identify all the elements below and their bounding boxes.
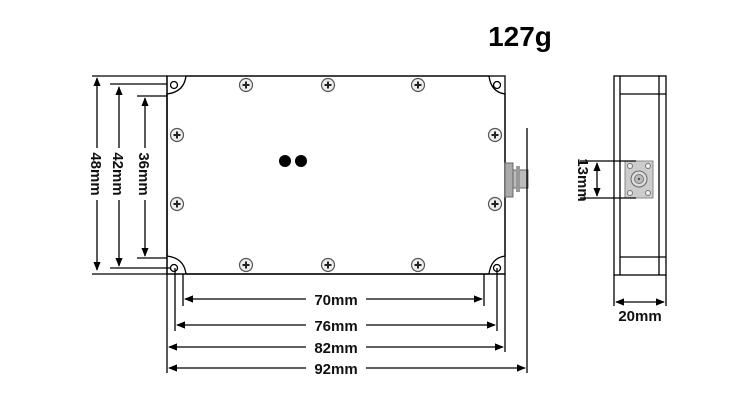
svg-text:48mm: 48mm [87,152,104,195]
module-side-view [580,75,667,276]
screw-icon [238,257,254,273]
svg-text:42mm: 42mm [109,152,126,195]
screw-icon [320,77,336,93]
extension-lines [92,75,528,373]
dimension-36mm: 36mm [135,97,153,257]
mounting-hole [169,80,179,90]
dimension-92mm: 92mm [168,359,526,378]
screw-icon [320,257,336,273]
screw-icon [169,127,185,143]
svg-text:82mm: 82mm [314,340,357,357]
dimension-42mm: 42mm [109,86,127,267]
sma-connector-icon [624,160,654,199]
screw-icon [410,77,426,93]
dimension-48mm: 48mm [87,77,105,271]
indicator-dot [295,155,307,167]
screw-icon [238,77,254,93]
indicator-dot [279,155,291,167]
screw-icon [410,257,426,273]
screw-icon [169,196,185,212]
mounting-hole [169,263,179,273]
svg-text:20mm: 20mm [618,308,661,325]
dimension-70mm: 70mm [184,290,483,309]
dimension-20mm: 20mm [613,275,667,325]
weight-label: 127g [488,21,552,52]
dimension-82mm: 82mm [168,338,504,357]
rf-connector-icon [504,162,529,198]
svg-text:13mm: 13mm [574,158,591,201]
module-top-view [166,75,529,275]
mounting-hole [492,80,502,90]
dimension-13mm: 13mm [574,158,601,202]
screw-icon [487,127,503,143]
svg-text:70mm: 70mm [314,292,357,309]
svg-text:92mm: 92mm [314,361,357,378]
svg-text:76mm: 76mm [314,318,357,335]
screw-icon [487,196,503,212]
svg-text:36mm: 36mm [135,152,152,195]
dimension-76mm: 76mm [176,316,496,335]
